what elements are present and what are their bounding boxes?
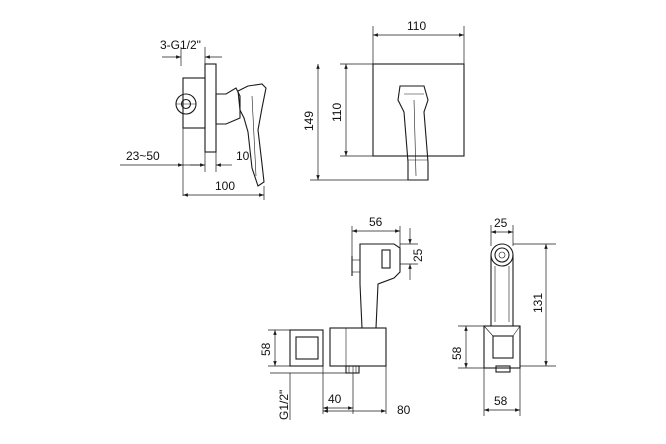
- hose-outlet: [345, 365, 360, 374]
- dim-plate-width: 110: [407, 19, 426, 33]
- front-plate: [372, 63, 465, 157]
- dim-wall-depth: 23~50: [126, 149, 160, 163]
- outlet-square-inner: [295, 336, 319, 360]
- holder-block-side: [329, 327, 387, 367]
- dim-holder-depth: 80: [397, 403, 411, 417]
- dim-front-head-width: 25: [494, 216, 508, 230]
- dim-holder-size: 58: [259, 342, 273, 356]
- holder-inner-front: [492, 335, 514, 359]
- shower-side-view: 56 25 58 G1/2" 40 80: [259, 215, 425, 420]
- valve-body: [182, 77, 206, 129]
- spray-face-outer: [490, 243, 514, 267]
- dim-outlet-offset: 40: [328, 392, 342, 406]
- dim-outlet-thread: G1/2": [277, 390, 291, 420]
- dim-front-head-height: 131: [531, 293, 545, 313]
- front-lever: [397, 85, 429, 181]
- outlet-nut-front: [495, 365, 511, 373]
- dim-plate-height: 110: [330, 103, 344, 122]
- dim-front-holder-width: 58: [494, 394, 508, 408]
- cartridge: [215, 87, 241, 125]
- dim-head-offset: 25: [411, 248, 425, 262]
- mixer-front-view: 110 110 149: [302, 19, 465, 181]
- dim-head-width: 56: [369, 215, 383, 229]
- mixer-side-view: 3-G1/2" 23~50 10 100: [120, 38, 267, 200]
- dim-overall-height: 149: [302, 111, 316, 131]
- wall-plate: [204, 63, 217, 153]
- lever-handle: [237, 83, 267, 187]
- dim-plate-thickness: 10: [236, 149, 250, 163]
- dim-thread-inlet: 3-G1/2": [160, 38, 201, 52]
- dim-front-holder-height: 58: [450, 346, 464, 360]
- shower-front-view: 25 131 58 58: [450, 216, 556, 416]
- spray-face-inner: [494, 247, 510, 263]
- dim-total-depth: 100: [215, 179, 235, 193]
- spray-head: [359, 243, 401, 329]
- spray-button: [381, 249, 391, 269]
